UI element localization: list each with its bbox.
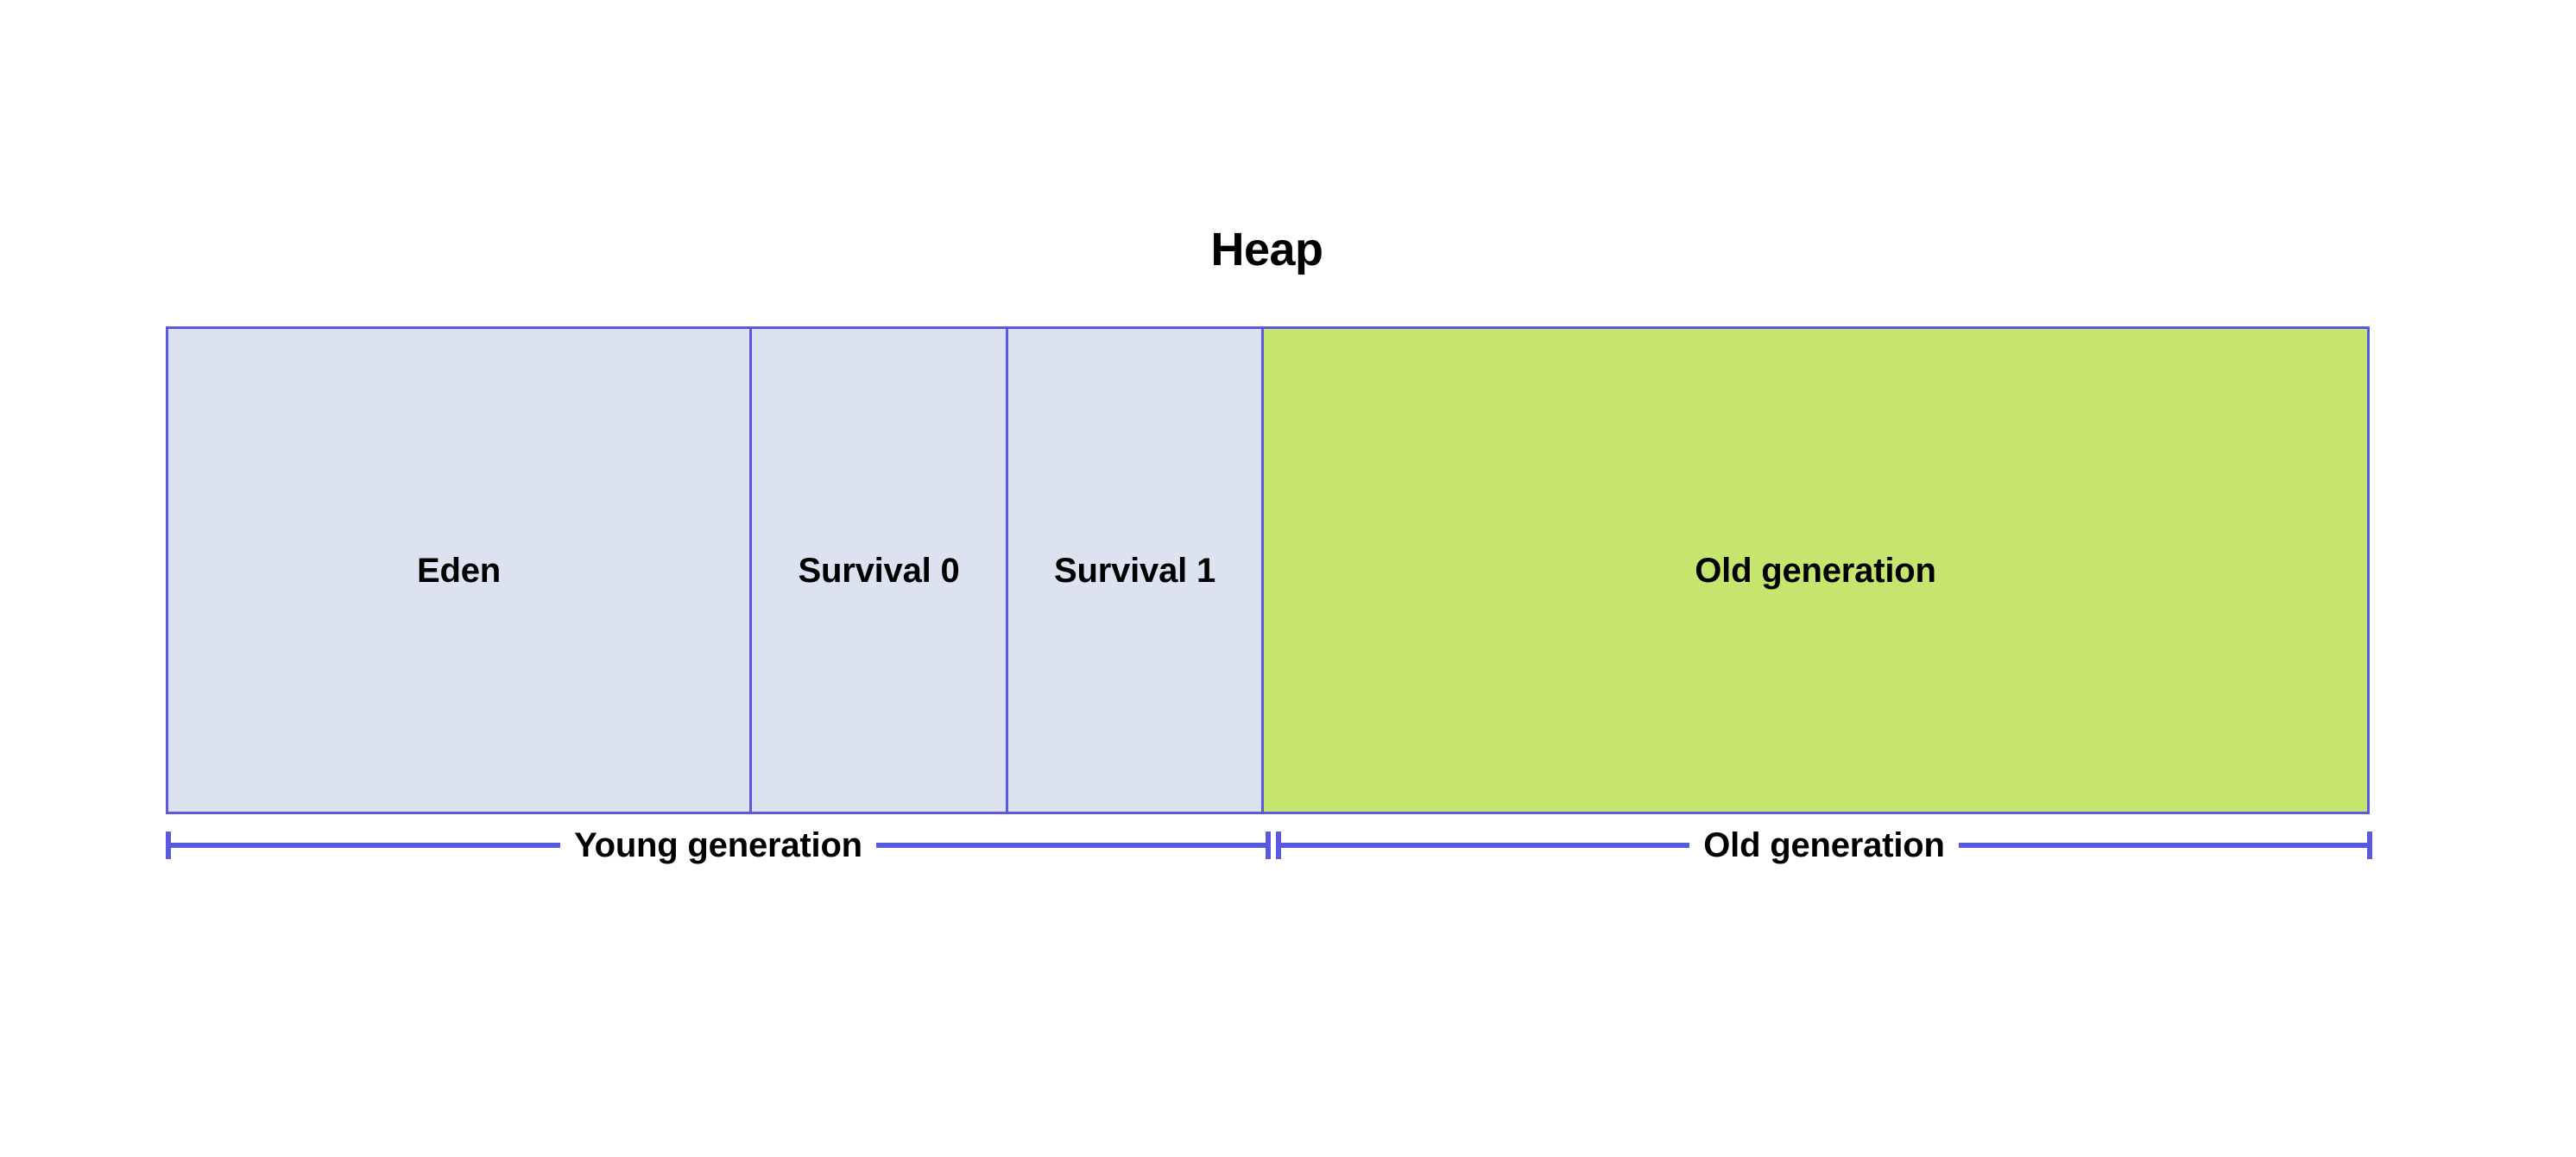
- bracket-cap-left-old: [1276, 831, 1281, 859]
- bracket-label-young-generation: Young generation: [560, 828, 876, 863]
- heap-segment-survival-0[interactable]: Survival 0: [752, 329, 1008, 812]
- bracket-cap-right-old: [2367, 831, 2372, 859]
- bracket-cap-left-young: [166, 831, 171, 859]
- bracket-young-generation: Young generation: [166, 819, 1271, 872]
- bracket-old-generation: Old generation: [1276, 819, 2372, 872]
- heap-bar: Eden Survival 0 Survival 1 Old generatio…: [166, 326, 2370, 814]
- heap-segment-label-eden: Eden: [417, 551, 501, 590]
- heap-segment-survival-1[interactable]: Survival 1: [1008, 329, 1264, 812]
- bracket-row: Young generation Old generation: [0, 819, 2576, 879]
- bracket-cap-right-young: [1266, 831, 1271, 859]
- page-title: Heap: [1210, 224, 1323, 275]
- heap-segment-label-old-generation: Old generation: [1695, 551, 1936, 590]
- heap-segment-label-survival-1: Survival 1: [1053, 551, 1215, 590]
- heap-segment-eden[interactable]: Eden: [168, 329, 752, 812]
- bracket-label-young-wrap: Young generation: [166, 819, 1271, 872]
- heap-segment-old-generation[interactable]: Old generation: [1264, 329, 2367, 812]
- bracket-label-old-generation: Old generation: [1689, 828, 1959, 863]
- heap-segment-label-survival-0: Survival 0: [798, 551, 960, 590]
- bracket-label-old-wrap: Old generation: [1276, 819, 2372, 872]
